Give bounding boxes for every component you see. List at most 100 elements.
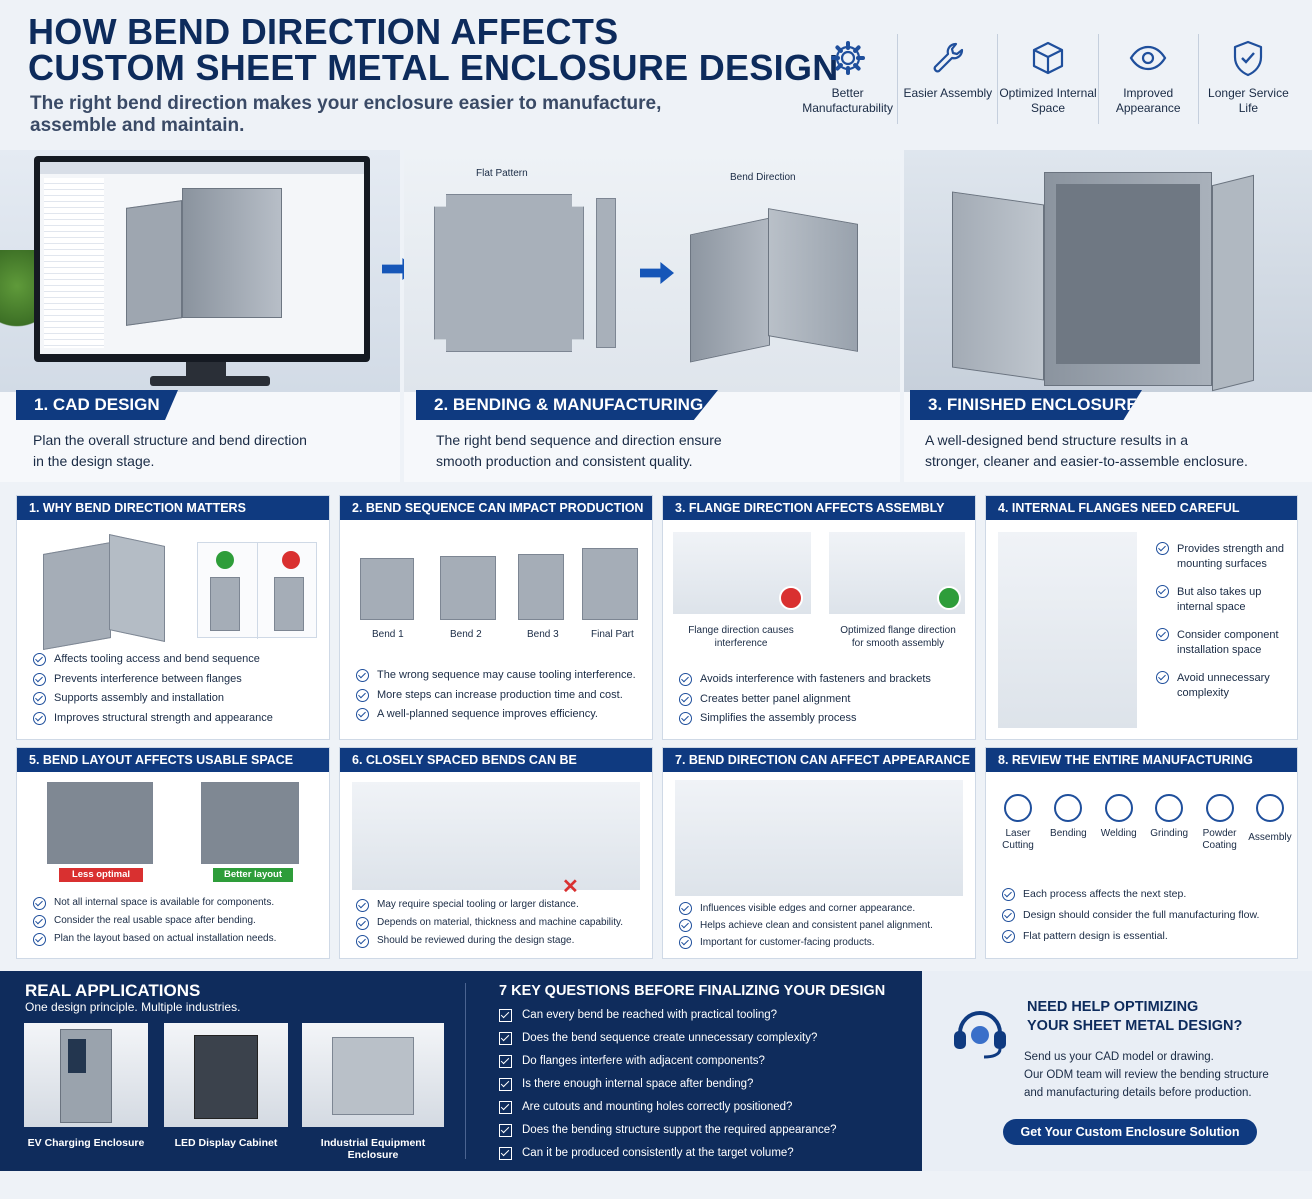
card-list: Avoids interference with fasteners and b… [679, 670, 931, 729]
card-title: 5. BEND LAYOUT AFFECTS USABLE SPACE [17, 748, 329, 772]
check-icon [356, 688, 369, 702]
question-text: Is there enough internal space after ben… [522, 1078, 754, 1090]
question-item: Does the bend sequence create unnecessar… [499, 1027, 837, 1050]
list-item: Affects tooling access and bend sequence [33, 650, 273, 670]
list-item: Supports assembly and installation [33, 689, 273, 709]
flange-good-label: Optimized flange direction for smooth as… [840, 625, 956, 649]
benefit-assembly: Easier Assembly [897, 34, 997, 124]
title-line-1: HOW BEND DIRECTION AFFECTS [28, 11, 619, 52]
desc-line: in the design stage. [33, 453, 155, 469]
item-text: Consider the real usable space after ben… [54, 915, 256, 926]
card-title: 4. INTERNAL FLANGES NEED CAREFUL PLANNIN… [986, 496, 1297, 539]
list-item: Plan the layout based on actual installa… [33, 930, 276, 948]
list-item: Provides strength and mounting surfaces [1156, 542, 1292, 572]
finished-title: 3. FINISHED ENCLOSURE [910, 390, 1142, 420]
check-good-icon [937, 586, 961, 610]
checkbox-icon [499, 1032, 512, 1045]
list-item: Depends on material, thickness and machi… [356, 914, 623, 932]
check-icon [1002, 930, 1015, 943]
card-list: Influences visible edges and corner appe… [679, 900, 933, 951]
check-icon [679, 712, 692, 726]
card-title: 1. WHY BEND DIRECTION MATTERS [17, 496, 329, 520]
cross-bad-icon [779, 586, 803, 610]
spray-icon [1205, 794, 1234, 822]
help-text: Send us your CAD model or drawing. Our O… [1024, 1048, 1274, 1102]
benefit-label: Optimized Internal Space [999, 86, 1097, 115]
card-manufacturing-process: 8. REVIEW THE ENTIRE MANUFACTURING PROCE… [985, 747, 1298, 959]
list-item: Avoids interference with fasteners and b… [679, 670, 931, 690]
process-step: Powder Coating [1198, 794, 1242, 858]
question-item: Are cutouts and mounting holes correctly… [499, 1096, 837, 1119]
benefit-label: Longer Service Life [1208, 86, 1289, 115]
checkbox-icon [499, 1124, 512, 1137]
question-text: Are cutouts and mounting holes correctly… [522, 1101, 793, 1113]
card-title: 6. CLOSELY SPACED BENDS CAN BE CHALLENGI… [340, 748, 652, 791]
item-text: Avoids interference with fasteners and b… [700, 673, 931, 685]
process-row: Laser Cutting Bending Welding Grinding P… [996, 794, 1292, 858]
checkbox-icon [499, 1147, 512, 1160]
cross-icon: ✕ [562, 876, 579, 898]
check-icon [1156, 671, 1169, 684]
item-text: Depends on material, thickness and machi… [377, 917, 624, 928]
card-title: 3. FLANGE DIRECTION AFFECTS ASSEMBLY [663, 496, 975, 520]
process-step: Laser Cutting [996, 794, 1040, 858]
benefit-service-life: Longer Service Life [1197, 34, 1298, 124]
layout-bad-image [47, 782, 153, 864]
card-appearance: 7. BEND DIRECTION CAN AFFECT APPEARANCE … [662, 747, 976, 959]
bending-desc: The right bend sequence and direction en… [436, 430, 722, 472]
desc-line: stronger, cleaner and easier-to-assemble… [925, 453, 1248, 469]
card-list: Each process affects the next step. Desi… [1002, 884, 1259, 947]
item-text: Creates better panel alignment [700, 692, 851, 705]
item-text: Helps achieve clean and consistent panel… [700, 920, 933, 931]
benefit-space: Optimized Internal Space [997, 34, 1097, 124]
item-text: Important for customer-facing products. [700, 937, 875, 948]
check-icon [1002, 888, 1015, 901]
item-text: Simplifies the assembly process [700, 712, 857, 724]
check-icon [679, 936, 692, 949]
item-text: May require special tooling or larger di… [377, 899, 579, 910]
check-icon [1156, 542, 1169, 555]
question-text: Do flanges interfere with adjacent compo… [522, 1055, 765, 1067]
bend-step-label: Bend 3 [527, 629, 559, 640]
check-icon [356, 916, 369, 930]
check-icon [679, 902, 692, 915]
check-icon [356, 669, 369, 683]
internal-flange-image [998, 532, 1137, 728]
check-good-icon [216, 551, 234, 569]
list-item: Consider the real usable space after ben… [33, 912, 276, 930]
question-text: Does the bend sequence create unnecessar… [522, 1032, 818, 1044]
help-title: NEED HELP OPTIMIZING YOUR SHEET METAL DE… [1027, 998, 1267, 1036]
list-item: Flat pattern design is essential. [1002, 926, 1259, 947]
item-text: More steps can increase production time … [377, 688, 623, 701]
cad-design-desc: Plan the overall structure and bend dire… [33, 430, 307, 472]
grinding-icon [1155, 794, 1184, 822]
appearance-image [675, 780, 963, 896]
check-icon [679, 673, 692, 687]
item-text: Provides strength and mounting surfaces [1177, 543, 1285, 570]
benefit-appearance: Improved Appearance [1097, 34, 1198, 124]
finished-desc: A well-designed bend structure results i… [925, 430, 1248, 472]
step-bending: Flat Pattern Bend Direction 2. BENDING &… [404, 150, 900, 482]
process-label: Assembly [1248, 832, 1292, 843]
list-item: More steps can increase production time … [356, 686, 636, 706]
finished-enclosure-image [904, 150, 1312, 392]
card-internal-flanges: 4. INTERNAL FLANGES NEED CAREFUL PLANNIN… [985, 495, 1298, 740]
questions-list: Can every bend be reached with practical… [499, 1004, 837, 1165]
check-icon [679, 692, 692, 706]
bend-step-label: Bend 2 [450, 629, 482, 640]
get-solution-button[interactable]: Get Your Custom Enclosure Solution [1003, 1119, 1257, 1145]
list-item: The wrong sequence may cause tooling int… [356, 666, 636, 686]
card-title: 8. REVIEW THE ENTIRE MANUFACTURING PROCE… [986, 748, 1297, 791]
check-icon [356, 708, 369, 722]
list-item: Important for customer-facing products. [679, 934, 933, 951]
item-text: Prevents interference between flanges [54, 672, 242, 685]
list-item: But also takes up internal space [1156, 585, 1292, 615]
benefit-label: Improved Appearance [1115, 86, 1181, 115]
desc-line: A well-designed bend structure results i… [925, 432, 1189, 448]
item-text: A well-planned sequence improves efficie… [377, 708, 598, 720]
list-item: Should be reviewed during the design sta… [356, 932, 623, 950]
wrench-icon [933, 42, 963, 73]
applications-title: REAL APPLICATIONS [25, 981, 201, 1000]
cad-design-image [0, 150, 400, 392]
item-text: Avoid unnecessary complexity [1177, 672, 1270, 699]
